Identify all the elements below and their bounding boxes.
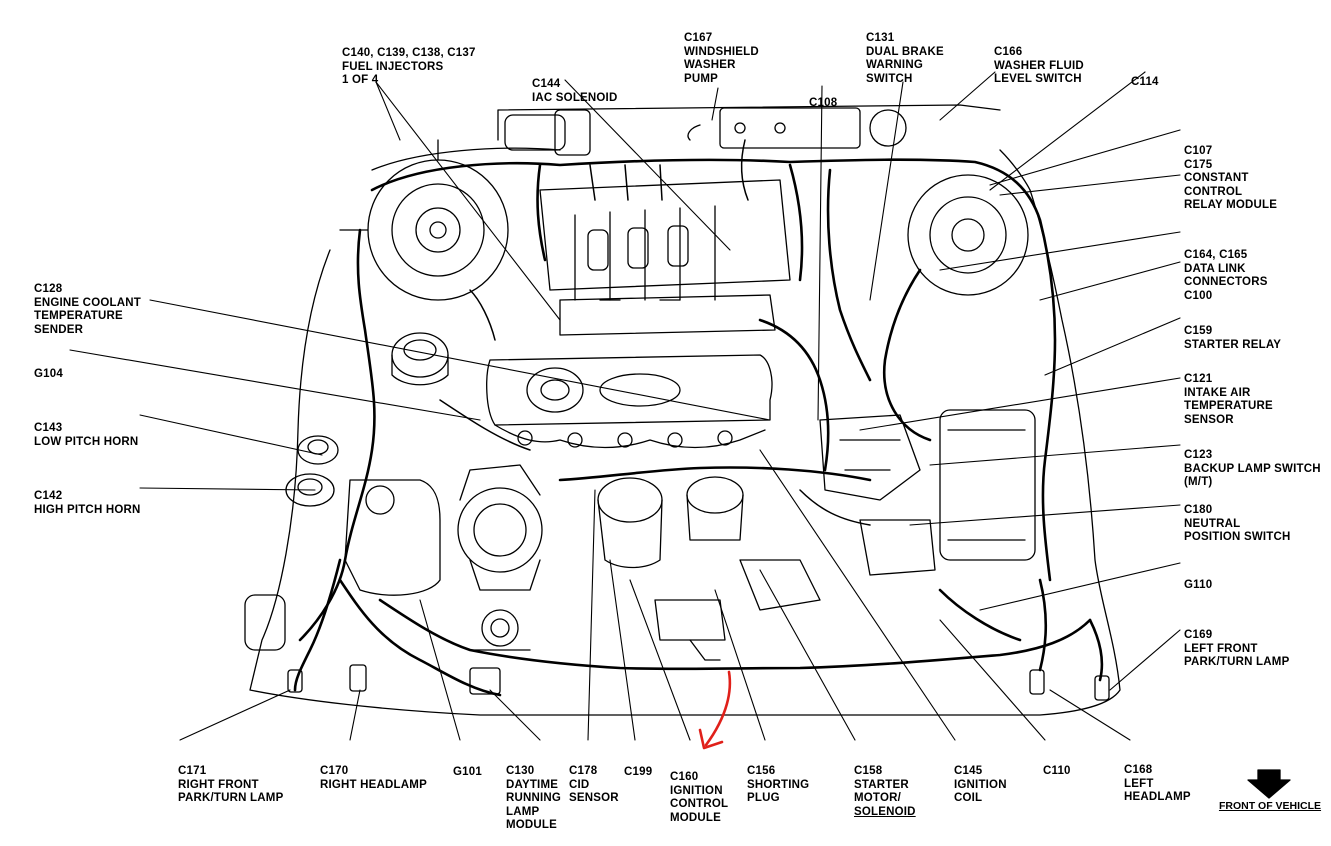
label-c110: C110	[1043, 765, 1071, 777]
intake-manifold	[539, 179, 791, 336]
alternator	[457, 464, 543, 591]
label-c114: C114	[1131, 76, 1159, 88]
front-of-vehicle-arrow	[1247, 769, 1291, 799]
hoses	[439, 139, 871, 526]
left-strut-tower	[907, 174, 1036, 561]
label-g104: G104	[34, 368, 63, 380]
label-g110: G110	[1184, 579, 1213, 591]
leader-lines	[69, 71, 1181, 741]
front-of-vehicle-label: FRONT OF VEHICLE	[1218, 800, 1322, 812]
wiring-harness	[293, 158, 1104, 697]
valve-cover	[486, 354, 773, 449]
label-c199: C199	[624, 766, 653, 778]
engine-compartment-drawing	[69, 71, 1291, 799]
label-g101: G101	[453, 766, 482, 778]
engine-bay-outline	[249, 104, 1121, 716]
right-strut-tower	[339, 139, 509, 301]
ignition-assembly	[597, 476, 744, 661]
label-c108: C108	[809, 97, 838, 109]
coolant-reservoir	[344, 479, 441, 596]
front-of-vehicle-indicator: FRONT OF VEHICLE	[1214, 766, 1326, 812]
lamp-connectors	[244, 594, 1110, 701]
cowl-components	[504, 107, 907, 156]
oil-filler-cap	[391, 332, 449, 386]
radiator-cap	[469, 609, 531, 651]
annotation-arrow	[698, 670, 732, 750]
transaxle	[739, 414, 936, 611]
